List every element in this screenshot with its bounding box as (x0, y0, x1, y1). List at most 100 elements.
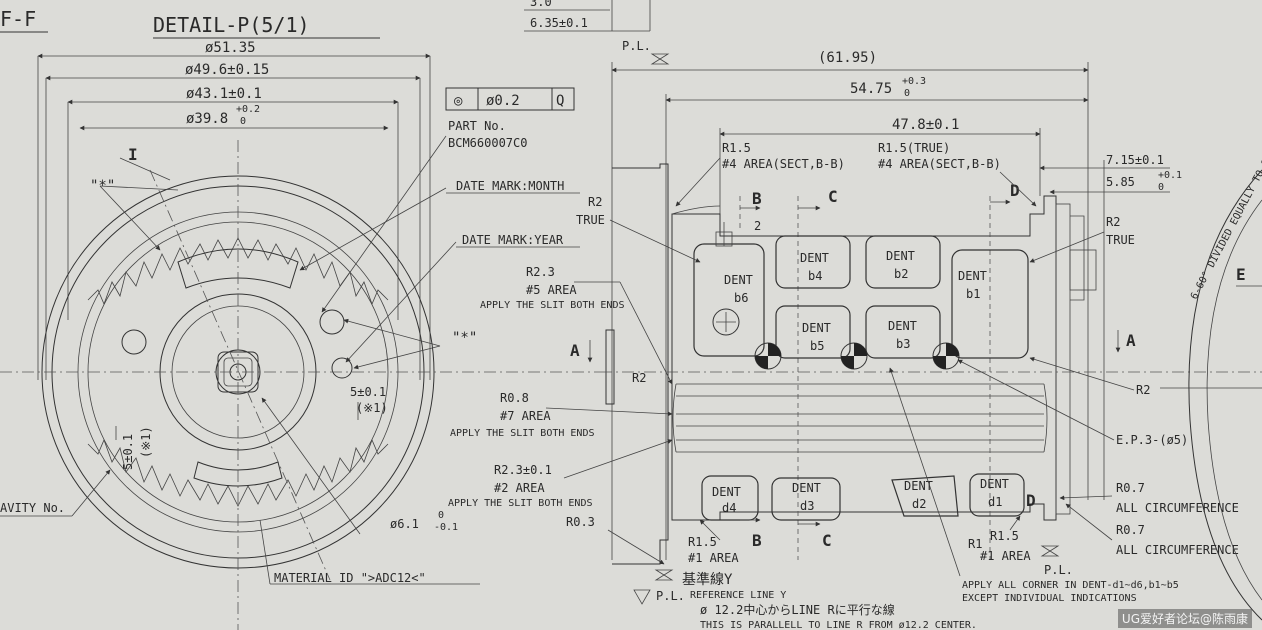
dent-id: b3 (896, 337, 910, 351)
pl-top: P.L. (622, 39, 651, 53)
r2-true-right-2: TRUE (1106, 233, 1135, 247)
parallel-note-jp: ø 12.2中心からLINE Rに平行な線 (700, 602, 895, 617)
r15-bottom-area: #1 AREA (688, 551, 739, 565)
dim-d3: ø43.1±0.1 (186, 86, 262, 102)
dim-inner: 47.8±0.1 (892, 117, 959, 133)
dim-length-tol-upper: +0.3 (902, 76, 926, 87)
dim-partial-2: 6.35±0.1 (530, 16, 588, 30)
dent-label: DENT (888, 319, 917, 333)
dent-label: DENT (958, 269, 987, 283)
section-b-top: B (752, 189, 762, 208)
dent-label: DENT (904, 479, 933, 493)
r15-bottom-right: R1.5 (990, 529, 1019, 543)
right-side-view: 3.0 6.35±0.1 P.L. (61.95) 54.75 +0.3 0 4… (448, 0, 1262, 630)
pin-hole (712, 308, 740, 336)
dim-overall: (61.95) (818, 50, 877, 66)
dent-d2 (891, 475, 959, 517)
dim-5-right: 5±0.1 (350, 385, 386, 399)
left-end-view: F-F DETAIL-P(5/1) ø51.35 ø49.6±0.15 ø43.… (0, 7, 600, 630)
r1: R1 (968, 537, 982, 551)
dent-d1 (969, 473, 1025, 517)
divided-note: 6-60° DIVIDED EQUALLY TO 6 (1189, 158, 1262, 301)
dent-label: DENT (802, 321, 831, 335)
datum-triangle-icon (633, 589, 651, 605)
section-d-top: D (1010, 181, 1020, 200)
star-mark-right: "*" (452, 330, 477, 346)
r1-area: #1 AREA (980, 549, 1031, 563)
knurl-dot-right (331, 357, 353, 379)
r2-true-left: R2 (588, 195, 602, 209)
section-c-bottom: C (822, 531, 832, 550)
dent-id: b4 (808, 269, 822, 283)
date-mark-month: DATE MARK:MONTH (456, 179, 564, 193)
dim-right-2-tol-lower: 0 (1158, 182, 1164, 193)
dent-label: DENT (724, 273, 753, 287)
star-mark-left: "*" (90, 178, 115, 194)
gdt-datum: Q (556, 93, 564, 109)
r2-mid-left: R2 (632, 371, 646, 385)
r07-1-note: ALL CIRCUMFERENCE (1116, 501, 1239, 515)
dent-label: DENT (712, 485, 741, 499)
r08: R0.8 (500, 391, 529, 405)
dim-length-tol-lower: 0 (904, 88, 910, 99)
dim-d4: ø39.8 (186, 111, 228, 127)
r07-2: R0.7 (1116, 523, 1145, 537)
knurl-dot-left (121, 329, 147, 355)
parallel-note-en: THIS IS PARALLELL TO LINE R FROM ø12.2 C… (700, 620, 977, 630)
dent-id: b1 (966, 287, 980, 301)
section-c-top: C (828, 187, 838, 206)
dim-right-2: 5.85 (1106, 175, 1135, 189)
r2-right: R2 (1136, 383, 1150, 397)
r23-bottom-slit: APPLY THE SLIT BOTH ENDS (448, 498, 593, 509)
dim-5-right-note: (※1) (356, 401, 388, 415)
r15-true-area: #4 AREA(SECT,B-B) (878, 157, 1001, 171)
r2-true-left-2: TRUE (576, 213, 605, 227)
dent-b3 (865, 305, 941, 359)
dim-right-1: 7.15±0.1 (1106, 153, 1164, 167)
ejector-pin (932, 342, 960, 370)
r08-slit: APPLY THE SLIT BOTH ENDS (450, 428, 595, 439)
r23-bottom: R2.3±0.1 (494, 463, 552, 477)
gdt-value: ø0.2 (486, 93, 520, 109)
hole-dim: ø6.1 (390, 517, 419, 531)
pl-bottom-left: P.L. (656, 589, 685, 603)
ep3-label: E.P.3-(ø5) (1116, 433, 1188, 447)
apply-all-corner: APPLY ALL CORNER IN DENT-d1~d6,b1~b5 (962, 580, 1179, 591)
r08-area: #7 AREA (500, 409, 551, 423)
r23-top-area: #5 AREA (526, 283, 577, 297)
detail-title: DETAIL-P(5/1) (153, 13, 310, 37)
reference-line-jp: 基準線Y (682, 571, 733, 588)
knurl-dot-right-top (319, 309, 345, 335)
r03: R0.3 (566, 515, 595, 529)
concentricity-icon: ◎ (454, 93, 463, 109)
view-label: F-F (0, 7, 36, 31)
dent-b2 (865, 235, 941, 289)
dim-5-left: 5±0.1 (121, 434, 135, 470)
r15-left: R1.5 (722, 141, 751, 155)
dent-id: d4 (722, 501, 736, 515)
dent-d4 (701, 475, 759, 521)
section-a-right: A (1126, 331, 1136, 350)
material-id: MATERIAL ID ">ADC12<" (274, 571, 426, 585)
section-d-bottom: D (1026, 491, 1036, 510)
dim-2: 2 (754, 219, 761, 233)
dent-id: b2 (894, 267, 908, 281)
dent-b1 (951, 249, 1029, 359)
r15-left-area: #4 AREA(SECT,B-B) (722, 157, 845, 171)
hole-tol-upper: 0 (438, 510, 444, 521)
r15-true: R1.5(TRUE) (878, 141, 950, 155)
r2-true-right: R2 (1106, 215, 1120, 229)
section-a-left: A (570, 341, 580, 360)
dim-d1: ø51.35 (205, 40, 256, 56)
dent-id: d1 (988, 495, 1002, 509)
knurl-pad-top (177, 248, 299, 289)
hole-tol-lower: -0.1 (434, 522, 458, 533)
dent-label: DENT (980, 477, 1009, 491)
dim-5-left-note: (※1) (139, 426, 153, 458)
dim-right-2-tol-upper: +0.1 (1158, 170, 1182, 181)
part-no-value: BCM660007C0 (448, 136, 527, 150)
cavity-label: AVITY No. (0, 501, 65, 515)
ejector-pin (840, 342, 868, 370)
dim-d2: ø49.6±0.15 (185, 62, 269, 78)
